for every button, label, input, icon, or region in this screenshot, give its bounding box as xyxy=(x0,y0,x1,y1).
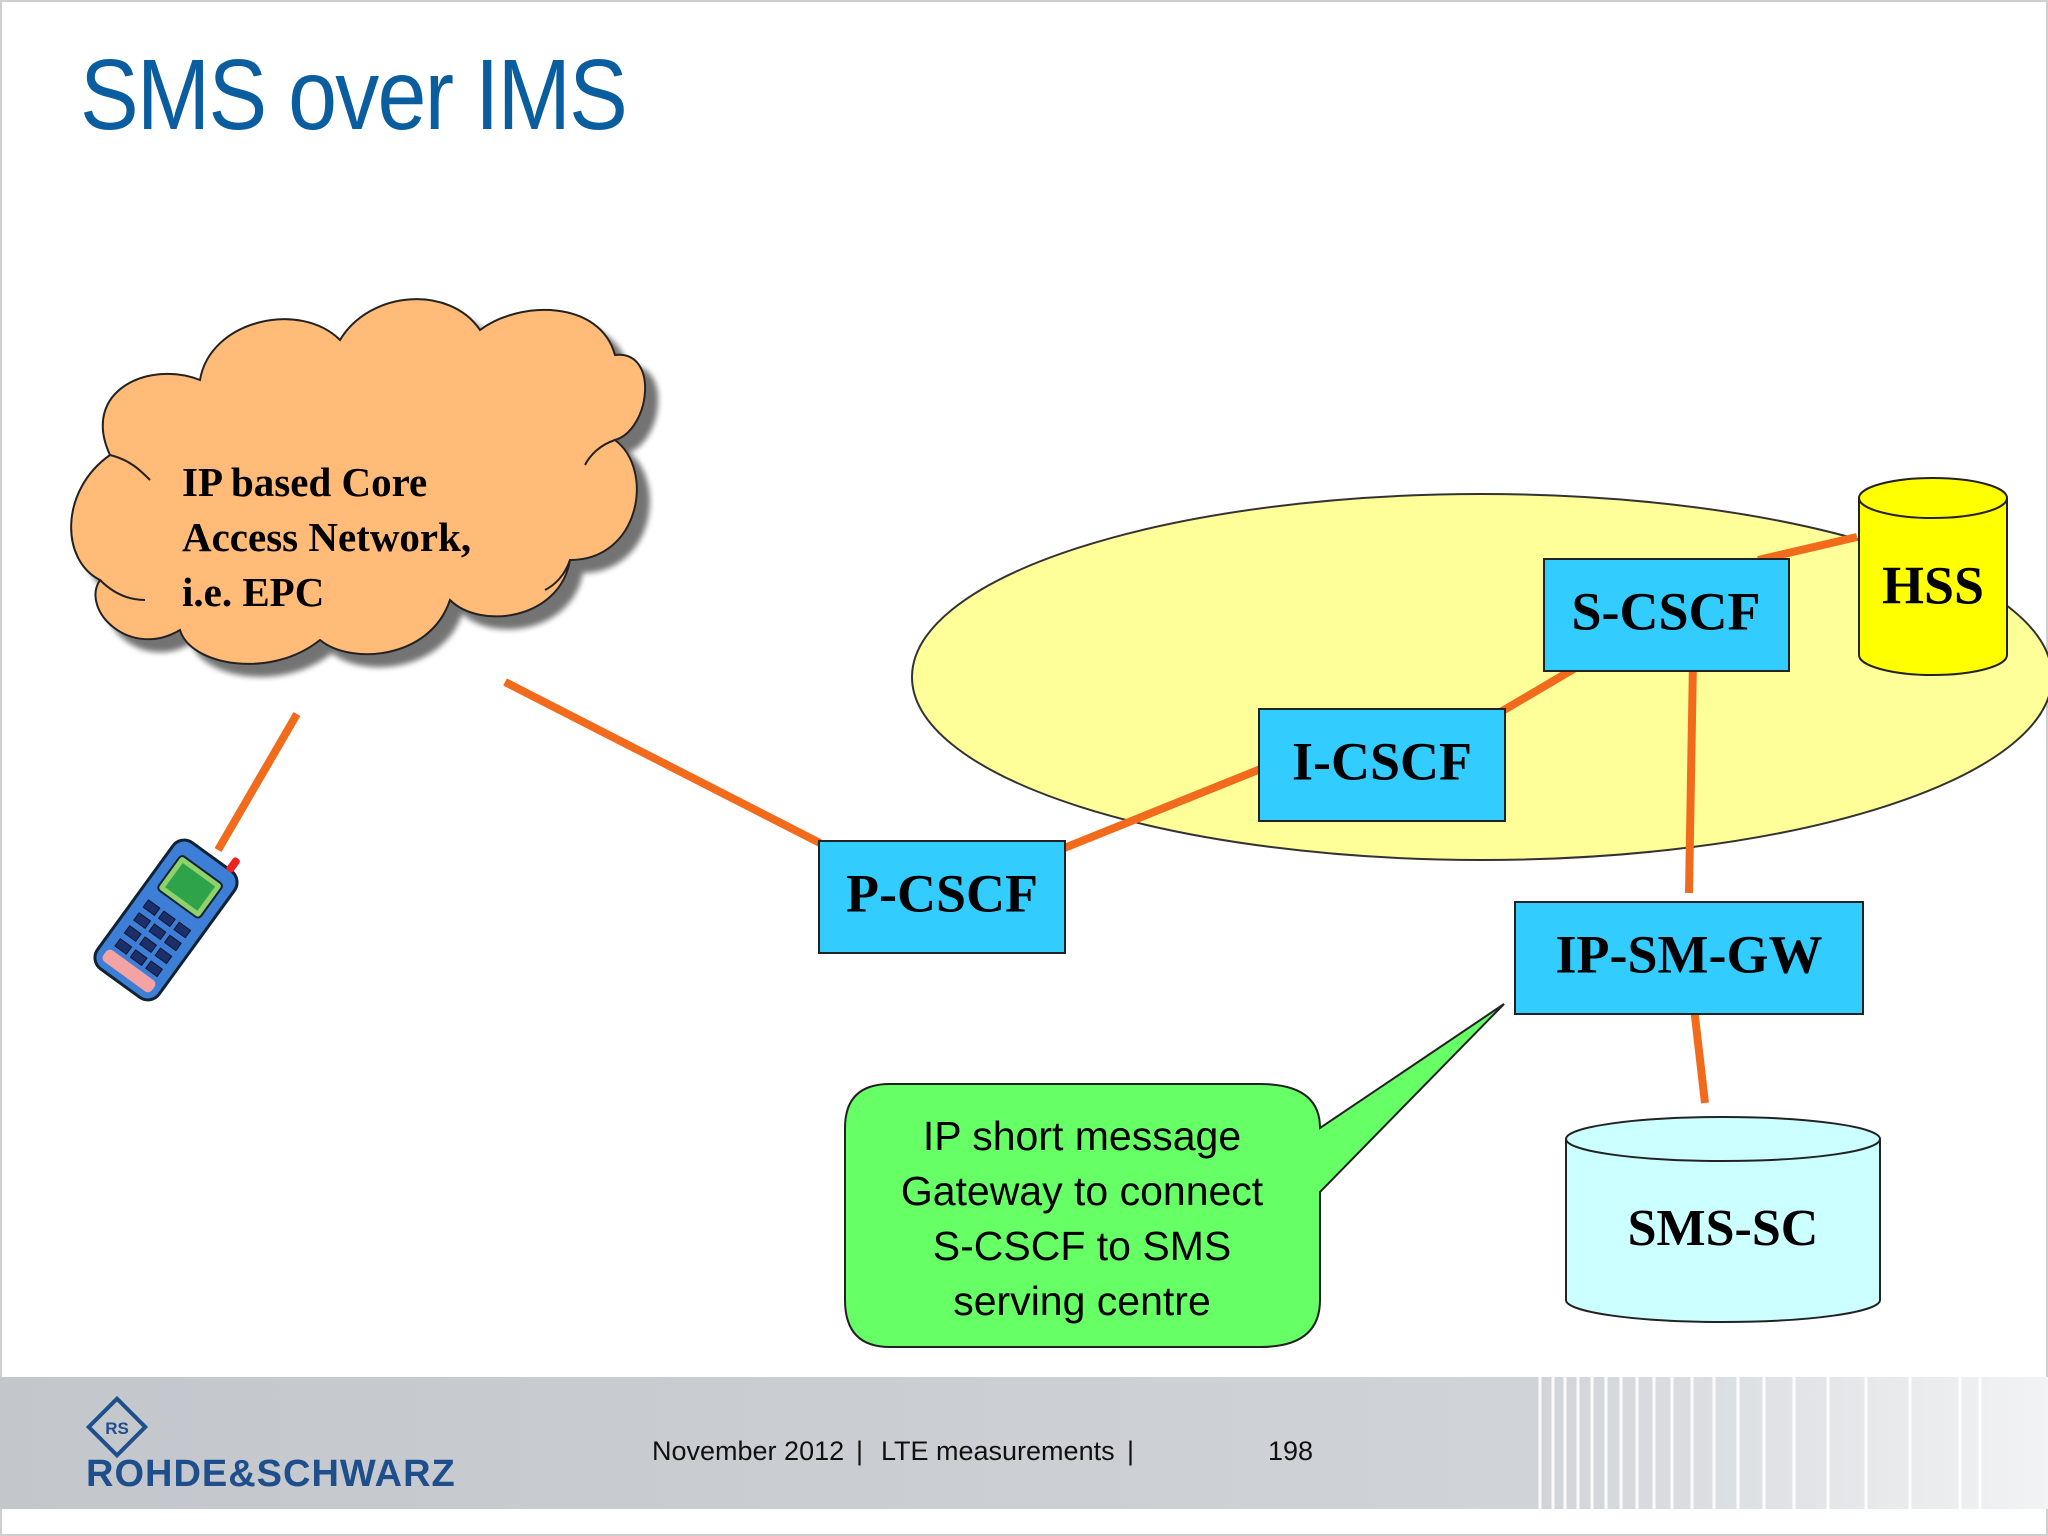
s-cscf-box xyxy=(1543,558,1790,672)
footer-topic: LTE measurements xyxy=(881,1436,1115,1466)
link-scscf-ipsmgw xyxy=(1685,660,1697,894)
p-cscf-box xyxy=(818,840,1066,954)
sms-sc-database xyxy=(1565,1116,1881,1323)
ip-sm-gw-box xyxy=(1514,901,1864,1015)
ip-sm-gw-label: IP-SM-GW xyxy=(1556,924,1823,984)
callout-line-1: IP short message xyxy=(923,1113,1241,1159)
link-phone-cloud xyxy=(214,711,301,853)
callout-line-2: Gateway to connect xyxy=(901,1168,1264,1214)
callout-line-3: S-CSCF to SMS xyxy=(933,1223,1231,1269)
cloud-label-line-1: IP based Core xyxy=(182,459,427,505)
i-cscf-box xyxy=(1258,708,1506,822)
logo-mark: RS xyxy=(105,1419,129,1438)
footer-date: November 2012 xyxy=(652,1436,844,1466)
cloud-label-line-2: Access Network, xyxy=(182,514,471,560)
ip-core-cloud xyxy=(70,298,647,665)
mobile-phone-icon xyxy=(93,838,240,1002)
footer-page-number: 198 xyxy=(1268,1436,1313,1466)
s-cscf-label: S-CSCF xyxy=(1571,581,1760,641)
i-cscf-label: I-CSCF xyxy=(1292,731,1472,791)
link-scscf-hss xyxy=(1757,533,1858,564)
footer-separator-2: | xyxy=(1127,1436,1134,1466)
sms-sc-label: SMS-SC xyxy=(1628,1200,1819,1257)
link-ipsmgw-smssc xyxy=(1689,998,1709,1104)
rohde-schwarz-logo: RS ROHDE&SCHWARZ xyxy=(85,1395,456,1495)
link-cloud-pcscf xyxy=(503,678,822,847)
p-cscf-label: P-CSCF xyxy=(846,863,1038,923)
callout-line-4: serving centre xyxy=(953,1278,1211,1324)
cloud-label-line-3: i.e. EPC xyxy=(182,569,324,615)
footer-band xyxy=(0,1377,2048,1509)
footer-separator-1: | xyxy=(856,1436,863,1466)
footer-stripes xyxy=(1538,1377,1982,1509)
page-title: SMS over IMS xyxy=(80,39,628,151)
hss-label: HSS xyxy=(1882,555,1984,615)
hss-database xyxy=(1858,477,2008,676)
logo-wordmark: ROHDE&SCHWARZ xyxy=(86,1453,456,1495)
ip-sm-gw-callout xyxy=(844,1003,1505,1348)
